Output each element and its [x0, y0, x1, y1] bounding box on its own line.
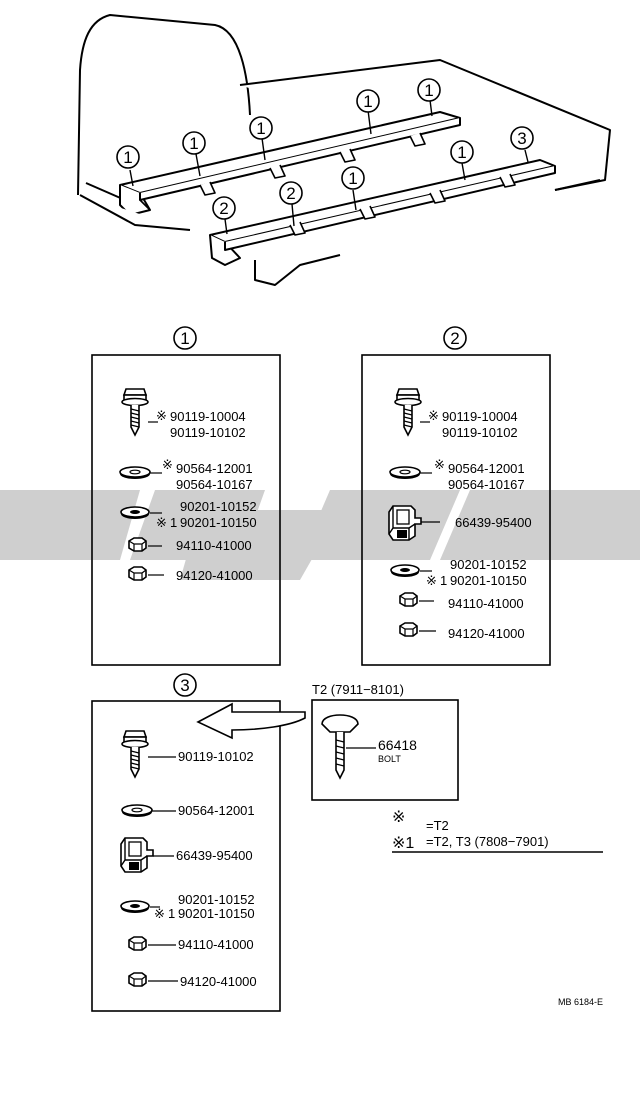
callout-1: 1	[363, 92, 372, 111]
box-2-title: 2	[450, 329, 459, 348]
arrow-icon	[196, 702, 306, 740]
washer-icon	[121, 804, 153, 818]
bolt-icon	[121, 730, 149, 778]
clip-nut-icon	[120, 837, 154, 873]
svg-text:1: 1	[440, 573, 447, 588]
part-number: 66439-95400	[176, 848, 253, 863]
part-number: 90119-10102	[170, 425, 246, 440]
part-number: 94120-41000	[176, 568, 253, 583]
svg-text:※: ※	[154, 906, 165, 921]
part-number: 90564-12001	[176, 461, 253, 476]
part-number: 94110-41000	[448, 596, 524, 611]
svg-text:1: 1	[168, 906, 175, 921]
part-number: 90201-10150	[178, 906, 255, 921]
nut-icon	[128, 936, 147, 951]
callout-2: 2	[286, 184, 295, 203]
t2-box: T2 (7911−8101) 66418 BOLT	[311, 682, 459, 801]
t-bolt-icon	[321, 714, 359, 780]
part-number: 66439-95400	[455, 515, 532, 530]
part-number: 90201-10152	[178, 892, 255, 907]
plate-washer-icon	[390, 564, 420, 578]
part-number: 90119-10102	[442, 425, 518, 440]
nut-icon	[128, 972, 147, 987]
part-number: 90119-10004	[442, 409, 518, 424]
box-2: 2 ※ 90119-10004 90119-10102 ※ 90564-1200…	[361, 326, 551, 666]
svg-text:※: ※	[162, 457, 173, 472]
top-callouts	[116, 78, 534, 220]
callout-1: 1	[457, 143, 466, 162]
diagram-code: MB 6184-E	[558, 997, 603, 1007]
svg-text:1: 1	[170, 515, 177, 530]
part-description: BOLT	[378, 754, 401, 764]
box-3: 3 90119-10102 90564-12001 66439-95400 90…	[91, 673, 281, 1012]
callout-1: 1	[348, 169, 357, 188]
svg-text:※: ※	[156, 408, 167, 423]
truck-bed-assembly	[77, 14, 611, 286]
nut-icon	[128, 537, 147, 552]
legend: ※ =T2 ※1 =T2, T3 (7808−7901)	[392, 809, 603, 853]
part-number: 90201-10150	[180, 515, 257, 530]
plate-washer-icon	[120, 506, 150, 520]
legend-mark1-text: =T2, T3 (7808−7901)	[426, 834, 549, 849]
part-number: 94110-41000	[178, 937, 254, 952]
watermark	[0, 490, 640, 580]
bolt-icon	[121, 388, 149, 436]
part-number: 90201-10150	[450, 573, 527, 588]
svg-text:※: ※	[428, 408, 439, 423]
legend-mark-text: =T2	[426, 818, 449, 833]
part-number: 90564-10167	[176, 477, 253, 492]
nut-icon	[128, 566, 147, 581]
part-number: 94120-41000	[180, 974, 257, 989]
bolt-icon	[394, 388, 422, 436]
part-number: 90201-10152	[180, 499, 257, 514]
part-number: 66418	[378, 737, 417, 753]
washer-icon	[389, 466, 421, 480]
callout-1: 1	[256, 119, 265, 138]
nut-icon	[399, 592, 418, 607]
part-number: 90564-12001	[448, 461, 525, 476]
t2-box-title: T2 (7911−8101)	[312, 682, 404, 697]
part-number: 90564-10167	[448, 477, 525, 492]
callout-1: 1	[123, 148, 132, 167]
part-number: 94110-41000	[176, 538, 252, 553]
legend-mark1: ※1	[392, 835, 414, 852]
part-number: 94120-41000	[448, 626, 525, 641]
callout-1: 1	[424, 81, 433, 100]
part-number: 90201-10152	[450, 557, 527, 572]
nut-icon	[399, 622, 418, 637]
washer-icon	[119, 466, 151, 480]
part-number: 90119-10102	[178, 749, 254, 764]
svg-text:※: ※	[426, 573, 437, 588]
box-1-title: 1	[180, 329, 189, 348]
callout-2: 2	[219, 199, 228, 218]
callout-3: 3	[517, 129, 526, 148]
callout-1: 1	[189, 134, 198, 153]
plate-washer-icon	[120, 900, 150, 914]
svg-text:※: ※	[434, 457, 445, 472]
svg-text:※: ※	[156, 515, 167, 530]
part-number: 90119-10004	[170, 409, 246, 424]
box-3-title: 3	[180, 676, 189, 695]
legend-mark: ※	[392, 809, 405, 826]
part-number: 90564-12001	[178, 803, 255, 818]
box-1: 1 ※ 90119-10004 90119-10102 ※ 90564-1200…	[91, 326, 281, 666]
